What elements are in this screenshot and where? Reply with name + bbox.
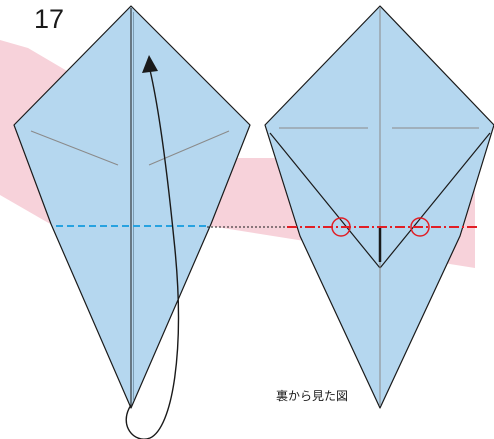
step-number: 17	[34, 4, 65, 34]
back-inner-right-edge	[379, 132, 491, 269]
back-inner-left-edge	[269, 132, 381, 269]
front-right-crease	[148, 130, 230, 166]
front-view-model	[13, 5, 251, 439]
back-view-model	[264, 5, 494, 409]
front-paper-shape	[13, 5, 251, 409]
circle-mark-icon	[331, 217, 351, 237]
curved-up-arrow-icon	[125, 55, 180, 439]
front-left-crease	[30, 130, 119, 166]
circle-mark-icon	[410, 217, 430, 237]
back-view-caption: 裏から見た図	[276, 389, 349, 403]
